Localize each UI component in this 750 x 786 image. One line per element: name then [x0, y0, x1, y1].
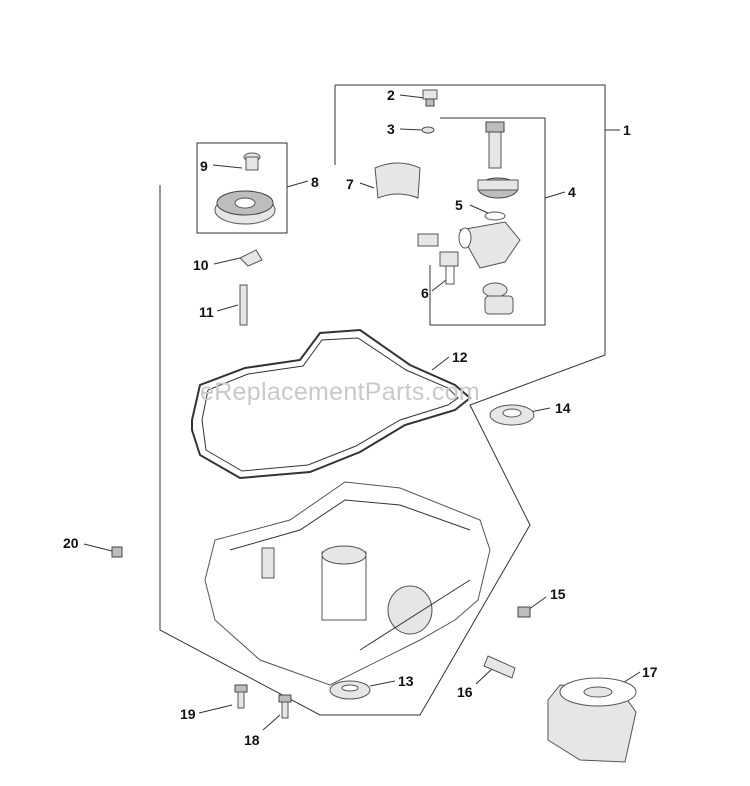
- part-14-seal: [489, 404, 535, 426]
- callout-11: 11: [199, 304, 214, 320]
- part-20-plug: [111, 546, 123, 558]
- callout-15: 15: [550, 586, 566, 602]
- part-4-oil-pump: [417, 121, 521, 315]
- callout-16: 16: [457, 684, 473, 700]
- part-7-sleeve: [374, 162, 421, 199]
- oil-pan: [204, 481, 491, 686]
- callout-18: 18: [244, 732, 260, 748]
- callout-8: 8: [311, 174, 319, 190]
- part-10-washer: [239, 249, 263, 267]
- callout-20: 20: [63, 535, 79, 551]
- part-2-plug: [422, 89, 438, 107]
- watermark-text: eReplacementParts.com: [200, 378, 481, 406]
- callout-17: 17: [642, 664, 658, 680]
- callout-7: 7: [346, 176, 354, 192]
- part-17-oil-filter: [547, 677, 637, 763]
- callout-3: 3: [387, 121, 395, 137]
- part-18-bolt: [278, 694, 292, 719]
- part-9-pin: [243, 152, 261, 171]
- part-16-fitting: [483, 655, 516, 679]
- callout-19: 19: [180, 706, 196, 722]
- subassembly-box-8: [196, 142, 288, 234]
- callout-14: 14: [555, 400, 571, 416]
- subassembly-box-4: [429, 117, 546, 326]
- callout-1: 1: [623, 122, 631, 138]
- callout-9: 9: [200, 158, 208, 174]
- callout-10: 10: [193, 257, 209, 273]
- part-8-gear: [214, 190, 276, 225]
- part-11-stud: [239, 284, 248, 326]
- leader-lines: [83, 94, 641, 731]
- part-12-gasket: [191, 328, 472, 480]
- part-12-gasket-inner: [201, 337, 459, 472]
- assembly-outline-1: [159, 84, 606, 716]
- callout-12: 12: [452, 349, 468, 365]
- part-13-seal: [329, 680, 371, 700]
- part-19-bolt: [234, 684, 248, 709]
- part-15-plug: [517, 606, 531, 618]
- part-3-washer: [421, 126, 435, 134]
- callout-6: 6: [421, 285, 429, 301]
- callout-4: 4: [568, 184, 576, 200]
- callout-13: 13: [398, 673, 414, 689]
- callout-2: 2: [387, 87, 395, 103]
- callout-5: 5: [455, 197, 463, 213]
